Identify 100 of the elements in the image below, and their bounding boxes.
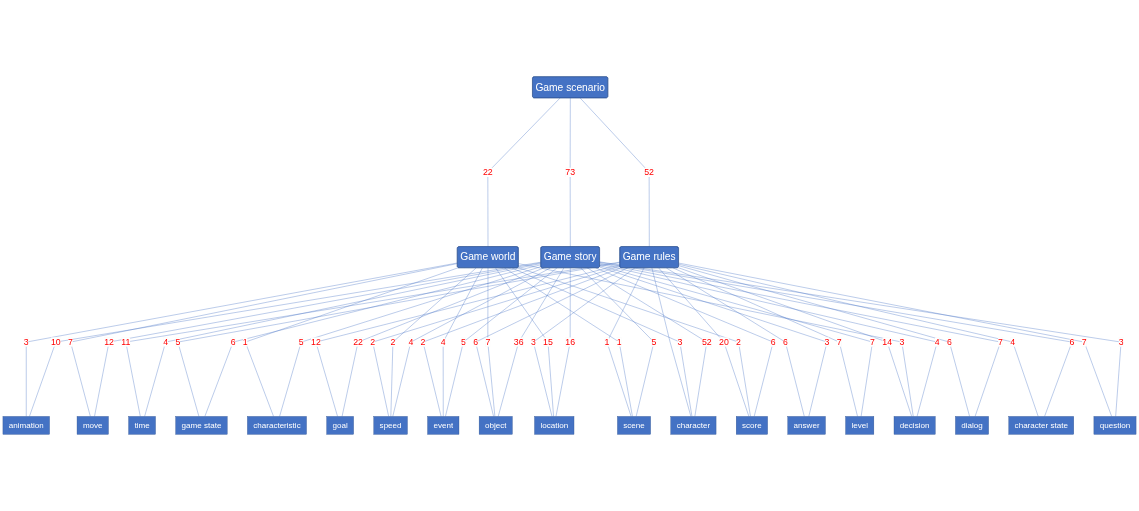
node-box: question	[1093, 416, 1137, 435]
connector	[580, 97, 650, 247]
edge-label: 4	[408, 336, 414, 347]
node-box: character state	[1008, 416, 1074, 435]
node-box: characteristic	[247, 416, 307, 435]
edge-label: 7	[1081, 336, 1087, 347]
connector	[487, 267, 496, 417]
edge-label: 7	[870, 336, 875, 347]
connector	[677, 267, 912, 417]
node-box: object	[478, 416, 513, 435]
edge-label: 2	[390, 336, 396, 347]
connector	[442, 267, 483, 417]
edge-label: 3	[1118, 336, 1124, 347]
edge-label: 12	[104, 336, 114, 347]
edge-label: 14	[882, 336, 893, 347]
edge-label: 3	[899, 336, 905, 347]
edge-label: 52	[644, 167, 655, 177]
edge-label: 1	[604, 336, 610, 347]
edge-label: 73	[565, 167, 576, 177]
connector	[678, 265, 970, 417]
edge-label: 6	[230, 336, 236, 347]
connector	[511, 267, 693, 417]
connector	[599, 265, 873, 417]
edge-label: 12	[310, 336, 321, 347]
edge-label: 5	[175, 336, 181, 347]
node-box: event	[427, 416, 460, 435]
edge-label: 6	[770, 336, 776, 347]
node-box: animation	[2, 416, 50, 435]
edge-label: 7	[68, 336, 73, 347]
edge-label: 6	[473, 336, 479, 347]
connector	[341, 267, 544, 417]
edge-label: 4	[1010, 336, 1016, 347]
edge-label: 2	[420, 336, 426, 347]
connector	[595, 267, 774, 417]
connector	[658, 267, 750, 417]
connector	[678, 264, 1039, 417]
edge-label: 4	[934, 336, 940, 347]
edge-label: 1	[616, 336, 622, 347]
connector	[666, 267, 805, 417]
edge-label: 3	[677, 336, 683, 347]
edge-label: 4	[163, 336, 169, 347]
connector	[517, 267, 751, 417]
edge-label: 10	[50, 336, 61, 347]
connector	[555, 267, 571, 417]
edge-label: 6	[946, 336, 952, 347]
edge-label: 2	[736, 336, 741, 347]
edge-label: 5	[651, 336, 657, 347]
node-box: speed	[373, 416, 408, 435]
edge-label: 7	[998, 336, 1003, 347]
connector	[587, 267, 707, 417]
connector	[390, 267, 477, 417]
node-box: scene	[617, 416, 651, 435]
edge-label: 7	[836, 336, 842, 347]
node-box: dialog	[955, 416, 989, 435]
edge-label: 2	[370, 336, 376, 347]
node-box: level	[845, 416, 875, 435]
connector	[504, 267, 633, 417]
edge-label: 3	[824, 336, 830, 347]
node-box: goal	[326, 416, 354, 435]
connector	[518, 263, 914, 417]
edge-label: 5	[298, 336, 304, 347]
edge-label: 52	[701, 336, 712, 347]
node-box: move	[76, 416, 109, 435]
edge-label: 11	[121, 336, 131, 347]
edge-label: 36	[513, 336, 524, 347]
connector	[672, 267, 858, 417]
edge-label: 6	[1069, 336, 1075, 347]
connector	[279, 266, 542, 417]
edge-label: 4	[440, 336, 446, 347]
edge-label: 6	[782, 336, 788, 347]
node-box: answer	[787, 416, 826, 435]
connector	[392, 267, 551, 417]
connector	[495, 267, 554, 417]
edge-label: 15	[543, 336, 553, 347]
connector	[651, 267, 692, 417]
edge-label: 22	[482, 167, 493, 177]
connector	[487, 97, 561, 247]
connector	[315, 264, 621, 417]
connector	[498, 267, 565, 417]
connector	[204, 264, 542, 417]
edge-label: 22	[353, 336, 363, 347]
node-box: score	[736, 416, 768, 435]
edge-label: 3	[23, 336, 29, 347]
node-box: location	[534, 416, 575, 435]
edge-label: 1	[242, 336, 248, 347]
connector	[580, 267, 655, 417]
connector	[245, 267, 459, 417]
edge-label: 20	[719, 336, 729, 347]
edge-label: 7	[485, 336, 491, 347]
connector	[599, 266, 828, 417]
connector	[445, 267, 558, 417]
connector	[599, 263, 938, 417]
connector	[569, 97, 571, 247]
connector	[606, 267, 645, 417]
connector	[372, 266, 621, 417]
edge-label: 5	[460, 336, 466, 347]
edge-label: 16	[565, 336, 576, 347]
connector	[422, 267, 622, 417]
edge-label: 3	[530, 336, 536, 347]
node-box: character	[670, 416, 717, 435]
